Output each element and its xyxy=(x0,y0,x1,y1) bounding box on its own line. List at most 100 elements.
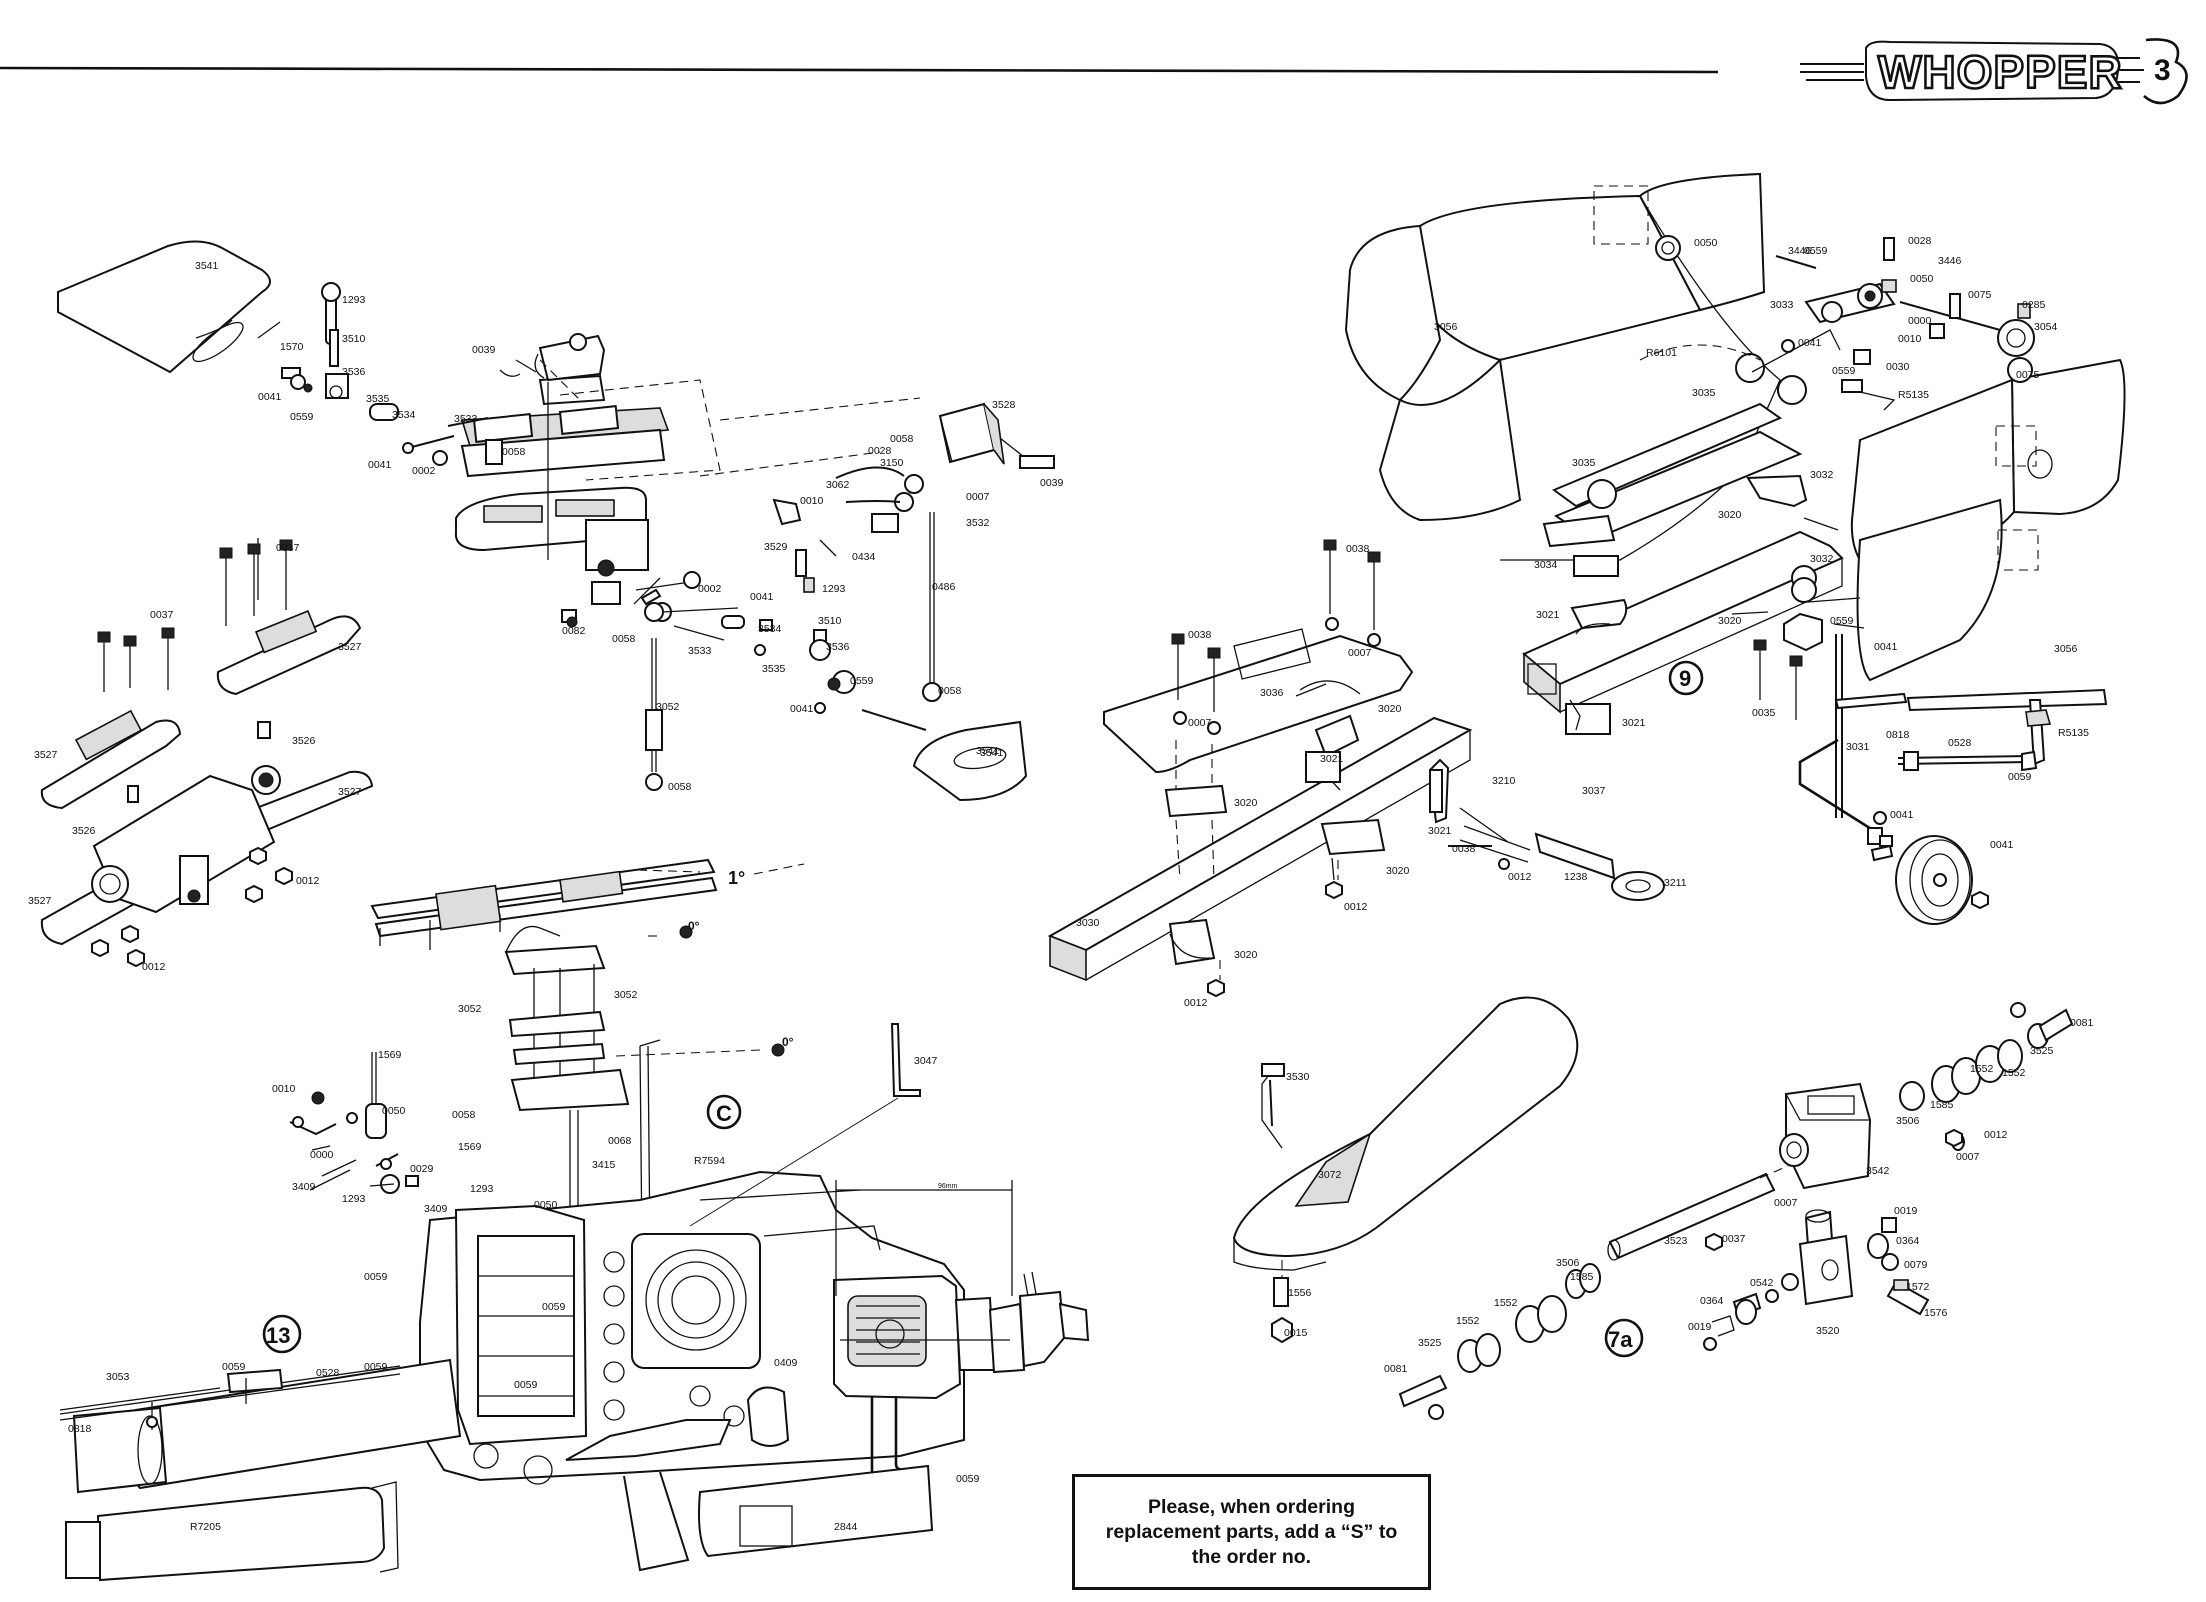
linkage-parts-left xyxy=(257,282,537,466)
part-label-3530: 3530 xyxy=(1286,1071,1310,1083)
part-label-0081: 0081 xyxy=(2070,1017,2094,1029)
part-label-3529: 3529 xyxy=(764,541,788,553)
part-label-0050: 0050 xyxy=(382,1105,406,1117)
part-label-0050: 0050 xyxy=(1694,237,1718,249)
part-label-0037: 0037 xyxy=(1722,1233,1746,1245)
part-label-0059: 0059 xyxy=(222,1361,246,1373)
part-label-3534: 3534 xyxy=(392,409,416,421)
bearings-stack-lower xyxy=(1398,1232,1723,1420)
part-label-3409: 3409 xyxy=(292,1181,316,1193)
tail-bolts-right xyxy=(1753,634,1887,845)
part-label-0037: 0037 xyxy=(150,609,174,621)
part-label-3534: 3534 xyxy=(758,623,782,635)
part-label-0559: 0559 xyxy=(850,675,874,687)
part-label-3526: 3526 xyxy=(72,825,96,837)
part-label-0000: 0000 xyxy=(1908,315,1932,327)
part-label-0007: 0007 xyxy=(1348,647,1372,659)
part-label-0038: 0038 xyxy=(1452,843,1476,855)
part-label-3510: 3510 xyxy=(818,615,842,627)
angle-label-1deg: 1° xyxy=(728,868,745,888)
part-label-R6101: R6101 xyxy=(1646,347,1677,359)
part-label-0075: 0075 xyxy=(1968,289,1992,301)
part-label-1569: 1569 xyxy=(458,1141,482,1153)
part-label-0007: 0007 xyxy=(1188,717,1212,729)
part-label-1585: 1585 xyxy=(1570,1271,1594,1283)
pitch-compensator xyxy=(772,402,1055,702)
part-label-0058: 0058 xyxy=(612,633,636,645)
part-label-3536: 3536 xyxy=(342,366,366,378)
part-label-3541-lower: 3541 xyxy=(980,747,1004,759)
part-label-3035: 3035 xyxy=(1692,387,1716,399)
part-label-3541: 3541 xyxy=(976,745,1000,757)
ordering-note-box: Please, when ordering replacement parts,… xyxy=(1072,1474,1431,1590)
part-label-3523: 3523 xyxy=(1664,1235,1688,1247)
part-label-3526: 3526 xyxy=(292,735,316,747)
dimension-96mm: 96mm xyxy=(835,1180,1013,1341)
part-label-3535: 3535 xyxy=(366,393,390,405)
grip-nuts xyxy=(91,846,293,968)
part-label-1293: 1293 xyxy=(342,294,366,306)
part-label-3062: 3062 xyxy=(826,479,850,491)
part-label-0559: 0559 xyxy=(290,411,314,423)
flybar-upper xyxy=(370,858,718,950)
part-label-3037: 3037 xyxy=(1582,785,1606,797)
blade-grips-3527 xyxy=(40,609,374,946)
part-label-3150: 3150 xyxy=(880,457,904,469)
part-label-0068: 0068 xyxy=(608,1135,632,1147)
part-label-1556: 1556 xyxy=(1288,1287,1312,1299)
pushrod-3052 xyxy=(644,602,664,791)
landing-gear-bolts xyxy=(1171,539,1381,810)
part-label-0075: 0075 xyxy=(2016,369,2040,381)
part-label-0559: 0559 xyxy=(1804,245,1828,257)
part-label-3446: 3446 xyxy=(1938,255,1962,267)
part-label-0039: 0039 xyxy=(1040,477,1064,489)
part-label-0409: 0409 xyxy=(774,1357,798,1369)
part-label-0012: 0012 xyxy=(142,961,166,973)
horizontal-stabilizer-3056 xyxy=(1344,172,1781,561)
svg-text:9: 9 xyxy=(1679,666,1691,691)
part-label-1552: 1552 xyxy=(1494,1297,1518,1309)
part-label-3542: 3542 xyxy=(1866,1165,1890,1177)
landing-gear-plate-3036 xyxy=(1103,628,1414,774)
rotor-blade-top-left xyxy=(57,240,271,374)
part-label-0035: 0035 xyxy=(1752,707,1776,719)
angle-markers: 1° 0° 0° xyxy=(615,863,805,1057)
svg-text:13: 13 xyxy=(266,1323,290,1348)
bearings-stack-upper xyxy=(1899,1002,2074,1151)
part-label-1293: 1293 xyxy=(822,583,846,595)
part-label-0041: 0041 xyxy=(750,591,774,603)
part-label-2844: 2844 xyxy=(834,1521,858,1533)
part-label-0528: 0528 xyxy=(316,1367,340,1379)
part-label-0002: 0002 xyxy=(412,465,436,477)
part-label-3532: 3532 xyxy=(966,517,990,529)
part-label-3032: 3032 xyxy=(1810,469,1834,481)
part-label-3072: 3072 xyxy=(1318,1169,1342,1181)
part-label-0007: 0007 xyxy=(966,491,990,503)
part-label-0012: 0012 xyxy=(1508,871,1532,883)
grip-bolts xyxy=(97,538,293,692)
part-label-3506: 3506 xyxy=(1896,1115,1920,1127)
rotor-blade-3541-lower xyxy=(861,709,1028,802)
part-label-0039: 0039 xyxy=(472,344,496,356)
pitch-slider-3520 xyxy=(1703,1209,1930,1351)
part-label-3446: 3446 xyxy=(1788,245,1812,257)
section-marker-13: 13 xyxy=(262,1314,302,1354)
part-label-0059: 0059 xyxy=(956,1473,980,1485)
part-label-1576: 1576 xyxy=(1924,1307,1948,1319)
svg-text:7a: 7a xyxy=(1608,1327,1633,1352)
tail-rotor-blade-3072 xyxy=(1232,996,1579,1344)
part-label-3031: 3031 xyxy=(1846,741,1870,753)
part-label-0050: 0050 xyxy=(1910,273,1934,285)
part-label-3052: 3052 xyxy=(656,701,680,713)
part-label-1293: 1293 xyxy=(470,1183,494,1195)
part-label-3020: 3020 xyxy=(1386,865,1410,877)
part-label-0041: 0041 xyxy=(258,391,282,403)
part-label-3525: 3525 xyxy=(1418,1337,1442,1349)
part-label-3527: 3527 xyxy=(338,786,362,798)
part-label-0559: 0559 xyxy=(1830,615,1854,627)
tail-fin-right xyxy=(1850,358,2126,682)
dimension-label: 96mm xyxy=(938,1183,958,1190)
part-label-1569: 1569 xyxy=(378,1049,402,1061)
part-label-0058: 0058 xyxy=(890,433,914,445)
